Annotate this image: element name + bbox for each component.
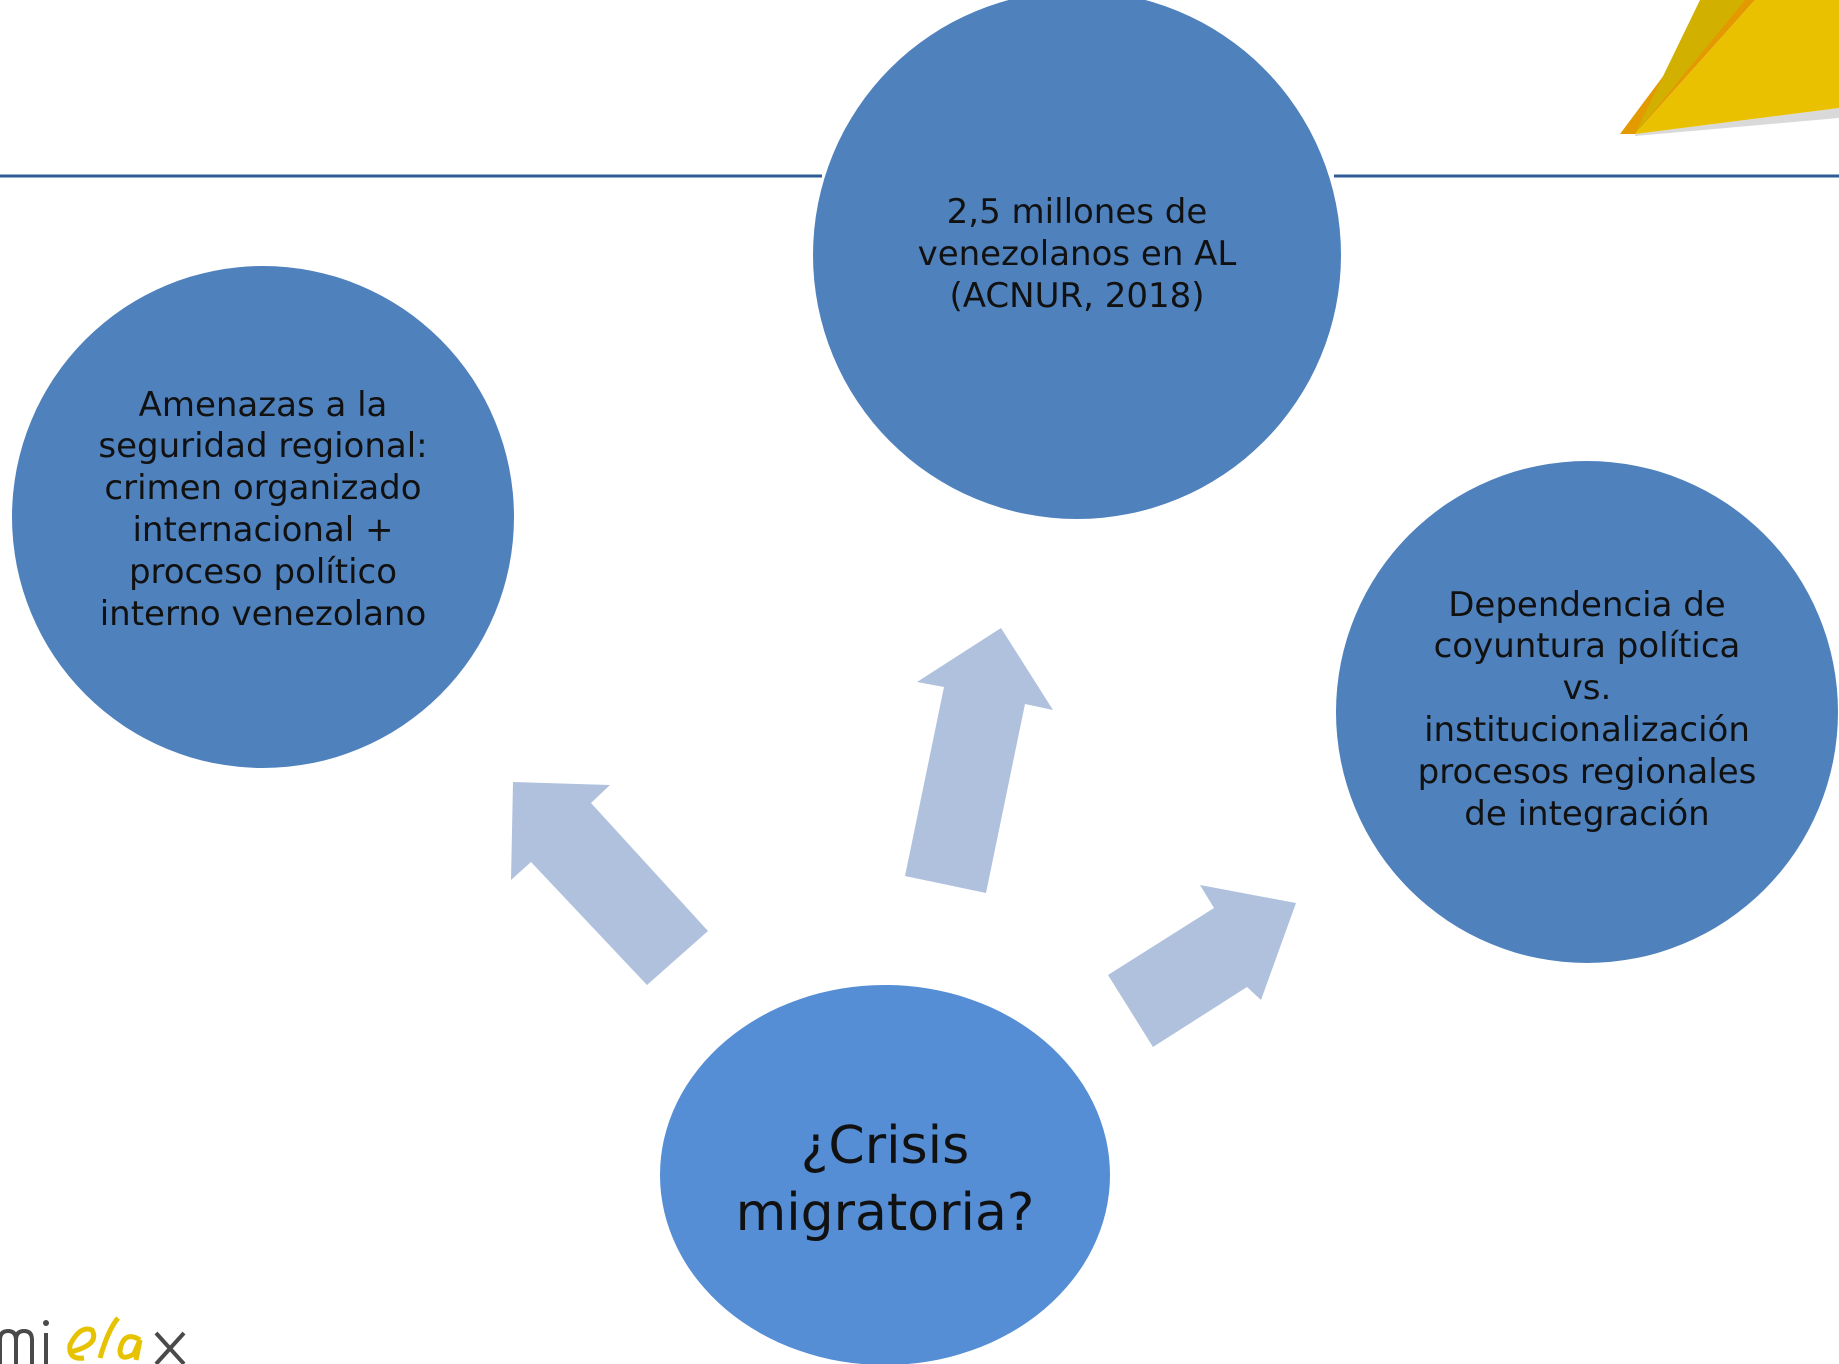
corner-decoration xyxy=(1620,0,1839,136)
arrow-to-right-node xyxy=(1108,885,1296,1047)
center-node-circle xyxy=(660,985,1110,1364)
corner-gray-shape xyxy=(1635,108,1839,136)
left-node-circle xyxy=(12,266,514,768)
corner-dark-yellow-shape xyxy=(1635,0,1745,134)
arrow-to-left-node xyxy=(511,782,708,985)
left-node-label: Amenazas a la seguridad regional: crimen… xyxy=(98,384,428,634)
right-node-label: Dependencia de coyuntura política vs. in… xyxy=(1417,584,1757,834)
arrow-to-top-node xyxy=(905,628,1053,893)
top-node-label: 2,5 millones de venezolanos en AL (ACNUR… xyxy=(917,192,1237,316)
logo-mark-x xyxy=(154,1331,186,1364)
logo xyxy=(0,1316,186,1364)
right-node-circle xyxy=(1336,461,1838,963)
logo-mark-m xyxy=(0,1328,34,1364)
corner-yellow-shape xyxy=(1635,0,1839,134)
logo-mark-a xyxy=(117,1334,143,1361)
center-node-label: ¿Crisis migratoria? xyxy=(735,1116,1035,1243)
logo-mark-el xyxy=(67,1316,120,1361)
top-node-circle xyxy=(813,0,1341,519)
logo-mark-i-dot xyxy=(43,1320,49,1326)
